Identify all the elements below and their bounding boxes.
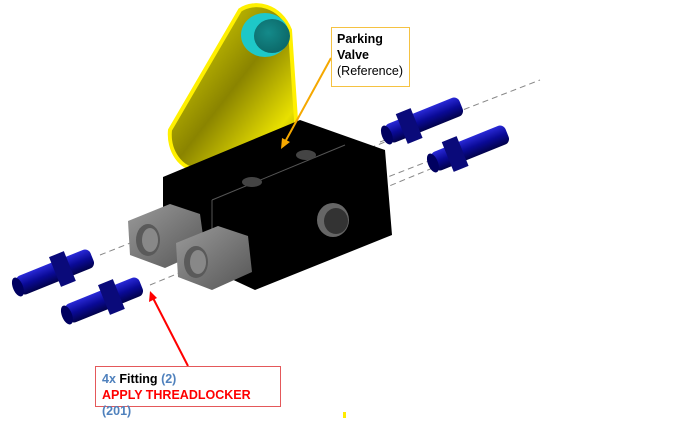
callout-title-line1: Parking — [337, 32, 383, 46]
threadlocker-ref: (201) — [102, 404, 132, 418]
fitting-3 — [380, 97, 464, 145]
fitting-1 — [11, 249, 95, 297]
fitting-callout: 4x Fitting (2) APPLY THREADLOCKER (201) — [95, 366, 281, 418]
callout-title-line2: Valve — [337, 48, 369, 62]
fitting-4 — [426, 125, 510, 173]
fitting-name: Fitting — [119, 372, 158, 386]
parking-valve-leader-arrow — [281, 57, 332, 149]
fitting-ref: (2) — [161, 372, 177, 386]
fitting-leader-arrow — [149, 291, 189, 367]
fitting-qty: 4x — [102, 372, 116, 386]
threadlocker-line: APPLY THREADLOCKER (201) — [102, 387, 274, 419]
threadlocker-instruction: APPLY THREADLOCKER — [102, 388, 251, 402]
fitting-2 — [60, 277, 144, 325]
callout-reference-note: (Reference) — [337, 64, 403, 78]
page-marker — [343, 412, 346, 418]
parking-valve-callout: Parking Valve (Reference) — [331, 27, 410, 87]
fitting-line: 4x Fitting (2) — [102, 371, 274, 387]
hex-port-2 — [176, 226, 252, 290]
